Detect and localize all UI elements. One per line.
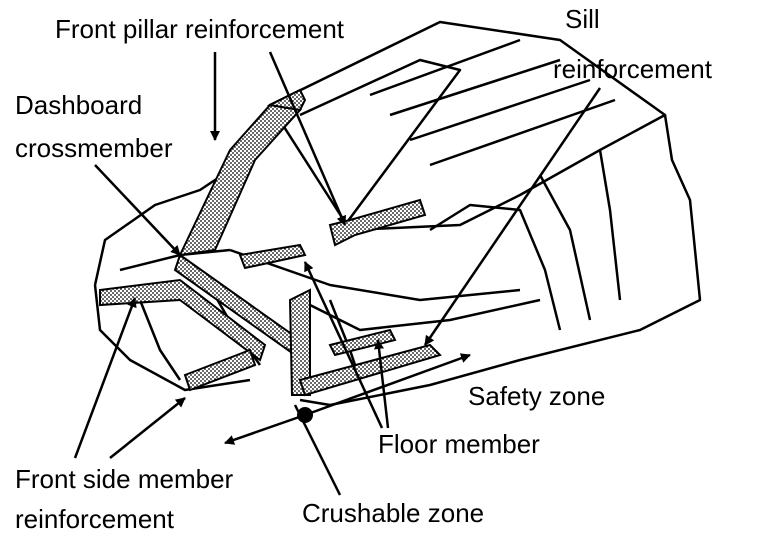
front-side-member-lower	[183, 348, 257, 392]
label-crossmember: crossmember	[15, 133, 173, 163]
floor-member	[238, 243, 307, 270]
front-pillar-reinforcement	[178, 103, 302, 257]
a-pillar-lower-reinforcement	[288, 288, 311, 396]
label-front-side-reinforcement: reinforcement	[15, 504, 174, 534]
label-sill-reinforcement: reinforcement	[553, 54, 712, 84]
label-crushable-zone: Crushable zone	[302, 498, 485, 528]
label-floor-member: Floor member	[378, 429, 540, 459]
label-sill: Sill	[565, 4, 600, 34]
center-pillar-reinforcement	[328, 198, 427, 247]
zone-boundary-dot	[297, 407, 313, 423]
label-front-side-member: Front side member	[15, 464, 234, 494]
label-front-pillar-reinforcement: Front pillar reinforcement	[55, 14, 344, 44]
label-safety-zone: Safety zone	[468, 381, 606, 411]
front-side-member-reinforcement	[99, 278, 267, 362]
sill-reinforcement	[298, 343, 442, 397]
label-dashboard: Dashboard	[15, 90, 143, 120]
floor-member-rear	[328, 328, 397, 357]
